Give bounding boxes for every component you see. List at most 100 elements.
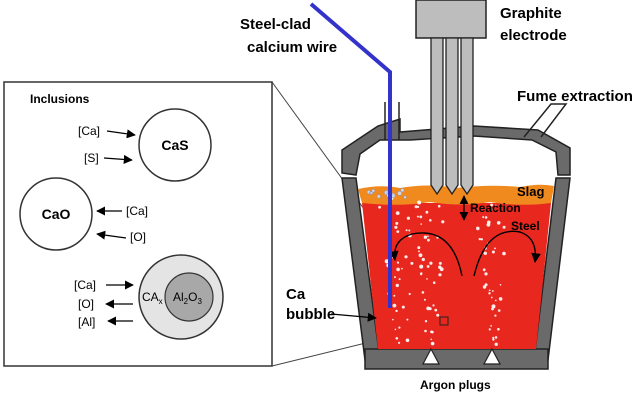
- gas-bubble: [420, 223, 423, 225]
- gas-bubble: [482, 268, 486, 272]
- gas-bubble: [393, 294, 396, 297]
- electrode-head: [415, 0, 487, 39]
- gas-bubble: [488, 292, 491, 295]
- gas-bubble: [483, 251, 487, 255]
- gas-bubble: [436, 313, 440, 317]
- argon-label: Argon plugs: [420, 378, 491, 392]
- alumina-core: [164, 272, 214, 322]
- gas-bubble: [497, 309, 501, 312]
- gas-bubble: [408, 229, 411, 232]
- circulation-arrow-right: [473, 230, 541, 277]
- arrow-ca-to-cas: [106, 129, 136, 139]
- gas-bubble: [396, 267, 400, 272]
- gas-bubble: [408, 292, 411, 296]
- gas-bubble: [494, 204, 497, 207]
- gas-bubble: [492, 336, 495, 339]
- gas-bubble: [438, 261, 442, 265]
- gas-bubble: [417, 205, 420, 208]
- gas-bubble: [417, 246, 421, 250]
- gas-bubble: [394, 328, 397, 331]
- fume-duct: [523, 103, 568, 138]
- gas-bubble: [378, 205, 381, 209]
- slag-bubble: [397, 190, 402, 196]
- steel-label: Steel: [511, 219, 540, 233]
- circulation-arrow-left: [388, 232, 463, 277]
- slag-layer: [358, 184, 554, 205]
- gas-bubble: [492, 338, 495, 341]
- gas-bubble: [416, 215, 419, 218]
- gas-bubble: [432, 304, 435, 307]
- gas-bubble: [424, 320, 428, 323]
- gas-bubble: [430, 338, 433, 341]
- electrode-label-line2: electrode: [500, 27, 567, 44]
- gas-bubble: [484, 216, 488, 219]
- gas-bubble: [395, 283, 399, 288]
- gas-bubble: [438, 265, 442, 269]
- gas-bubble: [482, 216, 485, 219]
- gas-bubble: [414, 205, 418, 209]
- gas-bubble: [418, 250, 420, 253]
- gas-bubble: [432, 281, 436, 285]
- gas-bubble: [417, 200, 422, 205]
- gas-bubble: [423, 235, 428, 239]
- gas-bubble: [476, 226, 480, 231]
- gas-bubble: [423, 298, 426, 301]
- slag-bubble: [370, 191, 374, 195]
- gas-bubble: [482, 285, 487, 289]
- cao-label: CaO: [42, 206, 71, 222]
- gas-bubble: [484, 272, 488, 276]
- gas-bubble: [484, 283, 488, 287]
- electrode-rod-1: [430, 37, 444, 196]
- ca-bubble-label-line2: bubble: [286, 306, 335, 323]
- calcium-wire: [309, 2, 392, 308]
- zoom-target-box: [439, 316, 449, 326]
- gas-bubble: [494, 247, 496, 250]
- cao-input-o: [O]: [130, 230, 146, 244]
- cas-inclusion: [138, 108, 212, 182]
- gas-bubble: [419, 215, 423, 219]
- gas-bubble: [404, 255, 408, 259]
- argon-plug-right: [483, 347, 501, 365]
- gas-bubble: [401, 305, 405, 309]
- gas-bubble: [398, 341, 401, 344]
- gas-bubble: [395, 309, 398, 313]
- gas-bubble: [494, 336, 498, 339]
- gas-bubble: [488, 328, 491, 331]
- gas-bubble: [494, 342, 498, 346]
- gas-bubble: [498, 297, 503, 301]
- gas-bubble: [429, 261, 433, 265]
- gas-bubble: [437, 204, 441, 208]
- fume-label: Fume extraction: [517, 88, 633, 105]
- gas-bubble: [490, 296, 493, 299]
- gas-bubble: [392, 303, 397, 308]
- arrow-o-to-cao: [96, 230, 127, 240]
- gas-bubble: [396, 230, 400, 234]
- gas-bubble: [491, 307, 494, 311]
- ca-bubble-pointer: [330, 312, 377, 322]
- reaction-label: Reaction: [470, 201, 521, 215]
- gas-bubble: [478, 237, 481, 241]
- wire-label-line2: calcium wire: [247, 39, 337, 56]
- complex-species-o: [O]: [78, 297, 94, 311]
- gas-bubble: [497, 327, 500, 331]
- gas-bubble: [394, 276, 396, 279]
- gas-bubble: [490, 203, 493, 207]
- cao-inclusion: [19, 177, 93, 251]
- electrode-rod-2: [445, 37, 459, 196]
- gas-bubble: [490, 325, 492, 327]
- argon-plug-left: [422, 347, 440, 365]
- gas-bubble: [405, 229, 408, 232]
- slag-bubble: [403, 195, 407, 200]
- gas-bubble: [480, 238, 483, 241]
- ladle-bottom: [364, 348, 549, 370]
- cax-label: CAx: [142, 290, 163, 306]
- gas-bubble: [499, 284, 502, 286]
- gas-bubble: [502, 251, 506, 256]
- gas-bubble: [401, 267, 403, 270]
- gas-bubble: [426, 278, 428, 280]
- gas-bubble: [431, 330, 434, 334]
- gas-bubble: [495, 299, 497, 302]
- cas-label: CaS: [161, 137, 188, 153]
- gas-bubble: [494, 314, 497, 317]
- gas-bubble: [428, 307, 432, 311]
